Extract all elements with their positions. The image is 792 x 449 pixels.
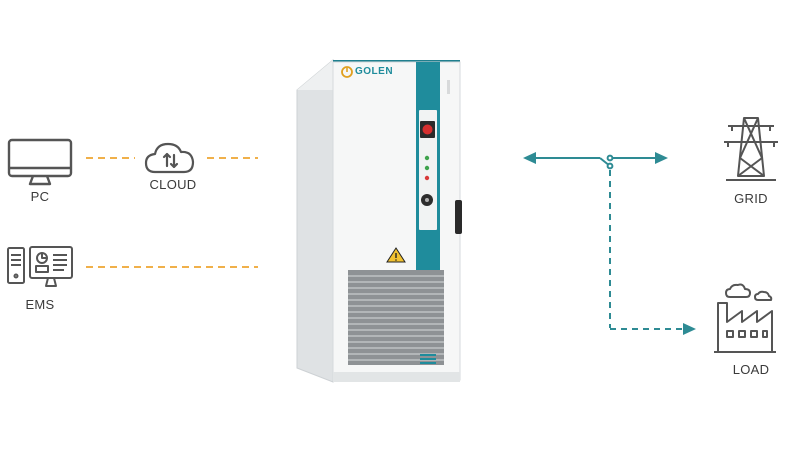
power-bus [523, 152, 696, 335]
storage-cabinet [296, 58, 462, 383]
warning-triangle-icon [386, 247, 406, 263]
cabinet-handle [455, 200, 462, 234]
factory-icon [714, 283, 776, 353]
emergency-stop-icon [420, 121, 435, 138]
pc-label: PC [30, 189, 50, 204]
cabinet-brand: GOLEN [355, 66, 394, 77]
monitor-icon [7, 138, 73, 186]
transmission-tower-icon [724, 117, 778, 181]
cloud-label: CLOUD [149, 177, 197, 192]
golen-logo-mark [341, 66, 353, 78]
ems-label: EMS [25, 297, 55, 312]
grid-label: GRID [734, 191, 768, 206]
load-label: LOAD [732, 362, 770, 377]
workstation-icon [7, 246, 73, 287]
cloud-sync-icon [144, 142, 195, 174]
